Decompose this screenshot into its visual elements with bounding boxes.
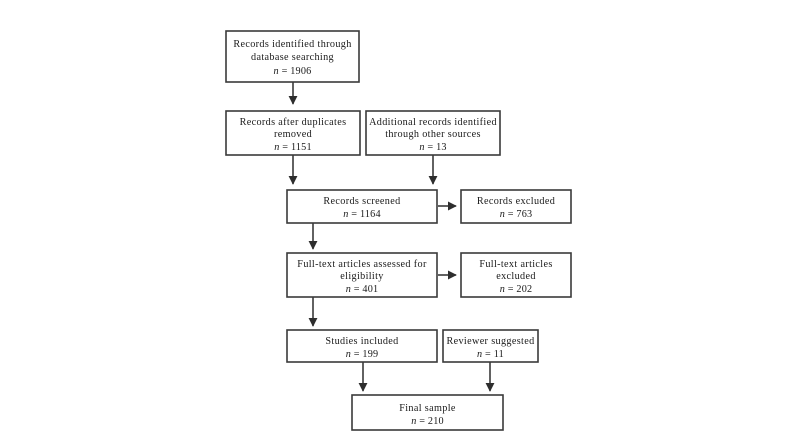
italic-n-2: n — [274, 142, 279, 153]
node-reviewer-suggested-line1: Reviewer suggested — [446, 336, 534, 347]
count-value-6: = 401 — [351, 284, 378, 295]
italic-n-10: n — [411, 416, 416, 427]
node-additional-records: Additional records identified through ot… — [365, 110, 501, 156]
node-fulltext-assessed: Full-text articles assessed for eligibil… — [286, 252, 438, 298]
node-records-identified-count: n = 1906 — [274, 66, 312, 77]
italic-n-3: n — [419, 142, 424, 153]
node-records-after-duplicates-line2: removed — [274, 129, 312, 140]
node-records-after-duplicates-count: n = 1151 — [274, 142, 312, 153]
count-value-3: = 13 — [425, 142, 447, 153]
node-studies-included-count: n = 199 — [346, 349, 379, 360]
node-fulltext-excluded-line1: Full-text articles — [479, 259, 552, 270]
node-final-sample-box — [351, 394, 504, 431]
node-reviewer-suggested-count: n = 11 — [477, 349, 504, 360]
node-additional-records-box — [365, 110, 501, 156]
node-studies-included-line1: Studies included — [325, 336, 398, 347]
node-fulltext-excluded-box — [460, 252, 572, 298]
count-value-8: = 199 — [351, 349, 378, 360]
node-final-sample: Final sample n = 210 — [351, 394, 504, 431]
node-records-screened-box — [286, 189, 438, 224]
count-value-9: = 11 — [482, 349, 504, 360]
node-records-identified: Records identified through database sear… — [225, 30, 360, 83]
node-records-screened-line1: Records screened — [323, 196, 400, 207]
node-fulltext-excluded-line2: excluded — [496, 271, 536, 282]
count-value-4: = 1164 — [349, 209, 381, 220]
node-records-identified-line2: database searching — [251, 52, 334, 63]
node-records-excluded-count: n = 763 — [500, 209, 533, 220]
node-fulltext-assessed-line1: Full-text articles assessed for — [297, 259, 427, 270]
node-records-screened-count: n = 1164 — [343, 209, 381, 220]
node-records-identified-line1: Records identified through — [233, 39, 351, 50]
node-reviewer-suggested: Reviewer suggested n = 11 — [442, 329, 539, 363]
italic-n-5: n — [500, 209, 505, 220]
node-records-after-duplicates-line1: Records after duplicates — [240, 117, 347, 128]
italic-n-7: n — [500, 284, 505, 295]
node-additional-records-line2: through other sources — [385, 129, 481, 140]
node-final-sample-count: n = 210 — [411, 416, 444, 427]
italic-n-8: n — [346, 349, 351, 360]
node-fulltext-assessed-count: n = 401 — [346, 284, 379, 295]
italic-n-1: n — [274, 66, 279, 77]
count-value-5: = 763 — [505, 209, 532, 220]
italic-n-9: n — [477, 349, 482, 360]
node-records-after-duplicates-box — [225, 110, 361, 156]
node-studies-included: Studies included n = 199 — [286, 329, 438, 363]
count-value-2: = 1151 — [280, 142, 312, 153]
node-additional-records-line1: Additional records identified — [369, 117, 497, 128]
connector-group — [288, 82, 495, 392]
italic-n-6: n — [346, 284, 351, 295]
count-value-7: = 202 — [505, 284, 532, 295]
node-final-sample-line1: Final sample — [399, 403, 456, 414]
node-records-excluded-line1: Records excluded — [477, 196, 555, 207]
node-studies-included-box — [286, 329, 438, 363]
node-records-identified-box — [225, 30, 360, 83]
node-records-after-duplicates: Records after duplicates removed n = 115… — [225, 110, 361, 156]
node-fulltext-assessed-line2: eligibility — [340, 271, 384, 282]
count-value-1: = 1906 — [279, 66, 312, 77]
count-value-10: = 210 — [416, 416, 443, 427]
node-reviewer-suggested-box — [442, 329, 539, 363]
node-additional-records-count: n = 13 — [419, 142, 446, 153]
node-fulltext-assessed-box — [286, 252, 438, 298]
italic-n-4: n — [343, 209, 348, 220]
node-records-excluded: Records excluded n = 763 — [460, 189, 572, 224]
node-fulltext-excluded: Full-text articles excluded n = 202 — [460, 252, 572, 298]
node-fulltext-excluded-count: n = 202 — [500, 284, 533, 295]
node-records-excluded-box — [460, 189, 572, 224]
node-records-screened: Records screened n = 1164 — [286, 189, 438, 224]
